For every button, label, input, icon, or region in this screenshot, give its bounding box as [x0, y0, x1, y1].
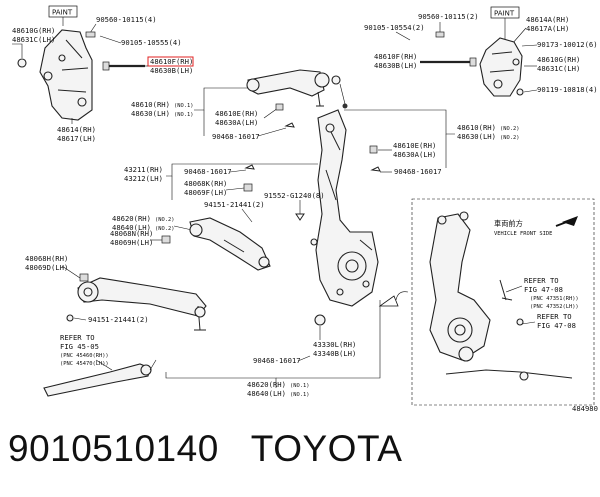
fig-47-08-b[interactable]: FIG 47-08 [537, 321, 576, 330]
part-number: 9010510140 [8, 428, 219, 469]
label-43340b-lh[interactable]: 43340B(LH) [313, 349, 356, 358]
pnc-45460: (PNC 45460(RH)) [60, 353, 109, 359]
label-48630a-lh-mid[interactable]: 48630A(LH) [393, 150, 436, 159]
no1-tag-a: (NO.1) [174, 103, 193, 109]
label-48610f-rh-highlight[interactable]: 48610F(RH) [150, 57, 193, 66]
pnc-47351: (PNC 47351(RH)) [530, 296, 579, 302]
paint-tag-right-label: PAINT [494, 10, 515, 18]
inset-view: 車両前方 VEHICLE FRONT SIDE REFER TO FIG 47-… [411, 198, 595, 406]
label-48640-lh-no1[interactable]: 48640(LH) [247, 389, 286, 398]
label-90560-10115-2[interactable]: 90560-10115(2) [418, 12, 479, 21]
label-48620-rh-no2[interactable]: 48620(RH) [112, 214, 151, 223]
label-48630b-lh-right[interactable]: 48630B(LH) [374, 61, 417, 70]
label-48610f-rh-right[interactable]: 48610F(RH) [374, 52, 417, 61]
refer-to-47b[interactable]: REFER TO [537, 312, 572, 321]
label-48610g-rh[interactable]: 48610G(RH) [12, 26, 55, 35]
label-43212-lh[interactable]: 43212(LH) [124, 174, 163, 183]
no1-tag-c: (NO.1) [290, 383, 309, 389]
upper-arm-no1 [246, 69, 348, 109]
refer-to-45[interactable]: REFER TO [60, 333, 95, 342]
no1-tag-b: (NO.1) [174, 112, 193, 118]
parts-diagram: PAINT 48610G(RH) 48631C(LH) 90560-10115(… [12, 5, 598, 413]
label-48630a-lh-top[interactable]: 48630A(LH) [215, 118, 258, 127]
label-48640-lh-no2[interactable]: 48640(LH) [112, 223, 151, 232]
label-48617a-lh[interactable]: 48617A(LH) [526, 24, 569, 33]
label-48630-lh-no2[interactable]: 48630(LH) [457, 132, 496, 141]
label-48610e-rh-top[interactable]: 48610E(RH) [215, 109, 258, 118]
label-90560-10115-4[interactable]: 90560-10115(4) [96, 15, 157, 24]
label-43330l-rh[interactable]: 43330L(RH) [313, 340, 356, 349]
tie-rod-end [43, 359, 157, 397]
vehicle-front-side: VEHICLE FRONT SIDE [494, 231, 552, 237]
label-48630-lh-no1[interactable]: 48630(LH) [131, 109, 170, 118]
label-48610-rh-no2[interactable]: 48610(RH) [457, 123, 496, 132]
label-48614a-rh[interactable]: 48614A(RH) [526, 15, 569, 24]
label-48069h-lh[interactable]: 48069H(LH) [110, 238, 153, 247]
label-90468-16017-c[interactable]: 90468-16017 [184, 167, 232, 176]
no1-tag-d: (NO.1) [290, 392, 309, 398]
label-91552-g1240-8[interactable]: 91552-G1240(8) [264, 191, 325, 200]
label-48617-lh[interactable]: 48617(LH) [57, 134, 96, 143]
label-48631c-lh-right[interactable]: 48631C(LH) [537, 64, 580, 73]
label-90105-10555-4[interactable]: 90105-10555(4) [121, 38, 182, 47]
pnc-45470: (PNC 45470(LH)) [60, 361, 109, 367]
label-90468-16017-d[interactable]: 90468-16017 [253, 356, 301, 365]
no2-tag-a: (NO.2) [500, 126, 519, 132]
right-bracket-part [479, 37, 524, 97]
brand-name: TOYOTA [250, 428, 403, 469]
label-48069d-lh[interactable]: 48069D(LH) [25, 263, 68, 272]
part-caption: 9010510140 TOYOTA [8, 428, 435, 488]
paint-tag-right: PAINT [490, 6, 520, 40]
label-48614-rh[interactable]: 48614(RH) [57, 125, 96, 134]
label-48068n-rh[interactable]: 48068N(RH) [110, 229, 153, 238]
label-94151-21441-b[interactable]: 94151-21441(2) [88, 315, 149, 324]
label-48610-rh-no1[interactable]: 48610(RH) [131, 100, 170, 109]
label-43211-rh[interactable]: 43211(RH) [124, 165, 163, 174]
bolt-left [102, 61, 148, 71]
bolt-right [420, 57, 477, 67]
vehicle-front-jp: 車両前方 [494, 219, 523, 228]
paint-tag-left: PAINT [48, 5, 78, 26]
refer-to-47a[interactable]: REFER TO [524, 276, 559, 285]
pnc-47352: (PNC 47352(LH)) [530, 304, 579, 310]
label-90468-16017-b[interactable]: 90468-16017 [394, 167, 442, 176]
highlighted-part-label[interactable]: 48610F(RH) [147, 56, 194, 67]
lower-arm-no2 [189, 217, 271, 271]
label-48610g-rh-right[interactable]: 48610G(RH) [537, 55, 580, 64]
no2-tag-b: (NO.2) [500, 135, 519, 141]
left-bracket-part [17, 29, 93, 121]
paint-tag-left-label: PAINT [52, 9, 73, 17]
fig-45-05[interactable]: FIG 45-05 [60, 342, 99, 351]
fig-47-08-a[interactable]: FIG 47-08 [524, 285, 563, 294]
no2-tag-c: (NO.2) [155, 217, 174, 223]
label-48068h-rh[interactable]: 48068H(RH) [25, 254, 68, 263]
steering-knuckle [310, 109, 379, 307]
label-48068k-rh[interactable]: 48068K(RH) [184, 179, 227, 188]
label-90105-10554-2[interactable]: 90105-10554(2) [364, 23, 425, 32]
label-90468-16017-a[interactable]: 90468-16017 [212, 132, 260, 141]
label-48620-rh-no1[interactable]: 48620(RH) [247, 380, 286, 389]
no2-tag-d: (NO.2) [155, 226, 174, 232]
label-94151-21441-a[interactable]: 94151-21441(2) [204, 200, 265, 209]
diagram-id: 484980 [572, 404, 598, 413]
label-48069f-lh[interactable]: 48069F(LH) [184, 188, 227, 197]
lower-arm-no1 [77, 277, 207, 331]
label-48631c-lh[interactable]: 48631C(LH) [12, 35, 55, 44]
pointer-arrow [378, 291, 409, 307]
label-48630b-lh-left[interactable]: 48630B(LH) [150, 66, 193, 75]
label-90173-10012-6[interactable]: 90173-10012(6) [537, 40, 598, 49]
label-48610e-rh-mid[interactable]: 48610E(RH) [393, 141, 436, 150]
label-90119-10818-4[interactable]: 90119-10818(4) [537, 85, 598, 94]
